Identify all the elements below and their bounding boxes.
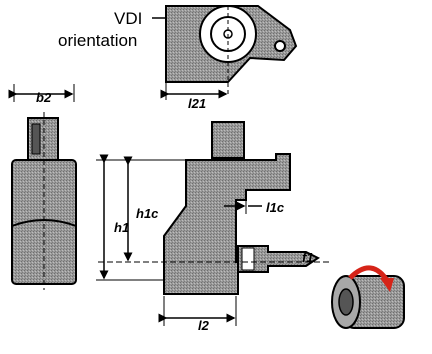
dim-l1c-label: l1c xyxy=(266,200,285,215)
rotation-icon xyxy=(331,265,405,329)
dim-l2-label: l2 xyxy=(198,318,210,333)
vdi-label-line2: orientation xyxy=(58,31,137,50)
front-view-body xyxy=(163,153,291,295)
side-view: b2 xyxy=(8,84,77,290)
top-view-hole xyxy=(274,40,286,52)
front-view: h1 h1c l1c f1 l2 xyxy=(96,121,330,333)
dim-b2-label: b2 xyxy=(36,90,52,105)
vdi-label-line1: VDI xyxy=(114,9,142,28)
dim-h1-label: h1 xyxy=(114,220,129,235)
front-view-spigot xyxy=(237,245,320,273)
front-view-clamp xyxy=(211,121,245,159)
dim-h1c-label: h1c xyxy=(136,206,159,221)
dim-l21-label: l21 xyxy=(188,96,206,111)
top-view: l21 xyxy=(160,5,298,111)
dim-f1-label: f1 xyxy=(302,250,314,265)
